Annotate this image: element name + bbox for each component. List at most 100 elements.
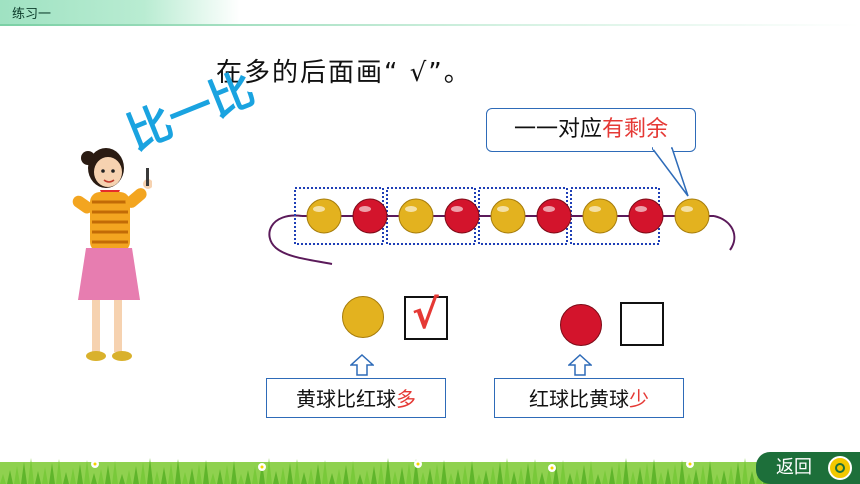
bead-highlight	[681, 206, 693, 212]
red-bead	[628, 198, 664, 234]
grass-blade	[0, 474, 6, 484]
grass-blade	[210, 473, 216, 484]
grass-blade	[259, 462, 265, 484]
grass-blade	[252, 466, 258, 484]
grass-blade	[693, 469, 699, 484]
grass-blade	[336, 469, 342, 484]
grass-blade	[147, 458, 153, 484]
grass-blade	[364, 470, 370, 484]
red-bead	[352, 198, 388, 234]
grass-blade	[161, 467, 167, 484]
grass-blade	[329, 473, 335, 484]
grass-blade	[560, 460, 566, 484]
bead-highlight	[451, 206, 463, 212]
grass-blade	[21, 462, 27, 484]
check-mark-icon: √	[412, 292, 439, 338]
bead-highlight	[359, 206, 371, 212]
yellow-bead	[306, 198, 342, 234]
header-band	[0, 0, 240, 24]
back-label: 返回	[776, 457, 812, 478]
grass-blade	[686, 473, 692, 484]
grass-blade	[623, 458, 629, 484]
grass-blade	[231, 461, 237, 484]
grass-blade	[378, 462, 384, 484]
grass-blade	[133, 466, 139, 484]
grass-blade	[7, 470, 13, 484]
bead-highlight	[405, 206, 417, 212]
grass-blade	[343, 465, 349, 484]
grass-decoration	[0, 458, 860, 484]
bead-string	[268, 187, 736, 265]
header-divider	[0, 24, 860, 26]
grass-blade	[434, 464, 440, 484]
yellow-check-box[interactable]: √	[404, 292, 448, 340]
yellow-ball	[342, 296, 384, 338]
grass-blade	[420, 472, 426, 484]
grass-blade	[175, 459, 181, 484]
grass-blade	[322, 460, 328, 484]
grass-blade	[28, 458, 34, 484]
grass-blade	[189, 468, 195, 484]
grass-blade	[672, 464, 678, 484]
red-check-box[interactable]	[620, 302, 664, 346]
grass-blade	[616, 462, 622, 484]
grass-blade	[658, 472, 664, 484]
grass-blade	[105, 465, 111, 484]
back-icon	[828, 456, 852, 480]
grass-blade	[644, 463, 650, 484]
grass-blade	[441, 460, 447, 484]
grass-blade	[413, 459, 419, 484]
grass-blade	[238, 474, 244, 484]
grass-blade	[371, 466, 377, 484]
back-button[interactable]: 返回	[756, 452, 860, 484]
grass-blade	[567, 473, 573, 484]
grass-blade	[280, 467, 286, 484]
grass-blade	[315, 464, 321, 484]
grass-blade	[357, 474, 363, 484]
grass-blade	[217, 469, 223, 484]
grass-blade	[392, 471, 398, 484]
grass-blade	[119, 474, 125, 484]
grass-blade	[266, 458, 272, 484]
grass-blade	[308, 468, 314, 484]
grass-blade	[245, 470, 251, 484]
grass-blade	[301, 472, 307, 484]
grass-blade	[665, 468, 671, 484]
grass-blade	[728, 466, 734, 484]
grass-blade	[84, 460, 90, 484]
grass-blade	[518, 467, 524, 484]
red-less-label: 红球比黄球少	[494, 378, 684, 418]
grass-blade	[63, 472, 69, 484]
grass-blade	[546, 468, 552, 484]
grass-blade	[182, 472, 188, 484]
grass-blade	[574, 469, 580, 484]
grass-blade	[497, 462, 503, 484]
grass-blade	[651, 459, 657, 484]
yellow-bead	[490, 198, 526, 234]
correspondence-callout: 一一对应有剩余	[486, 108, 696, 152]
grass-blade	[56, 459, 62, 484]
grass-blade	[91, 473, 97, 484]
yellow-more-label: 黄球比红球多	[266, 378, 446, 418]
grass-blade	[77, 464, 83, 484]
grass-blade	[735, 462, 741, 484]
grass-blade	[581, 465, 587, 484]
yellow-bead	[398, 198, 434, 234]
label-text: 黄球比红球	[296, 387, 396, 411]
grass-blade	[203, 460, 209, 484]
bead-highlight	[543, 206, 555, 212]
up-arrow-icon	[350, 354, 374, 376]
label-text: 红球比黄球	[529, 387, 629, 411]
grass-blade	[714, 474, 720, 484]
page-title: 练习一	[12, 7, 52, 22]
grass-blade	[525, 463, 531, 484]
grass-blade	[539, 472, 545, 484]
grass-blade	[476, 474, 482, 484]
grass-blade	[294, 459, 300, 484]
grass-blade	[385, 458, 391, 484]
callout-highlight: 有剩余	[602, 117, 669, 142]
grass-blade	[532, 459, 538, 484]
grass-blade	[224, 465, 230, 484]
bead-highlight	[589, 206, 601, 212]
grass-blade	[154, 471, 160, 484]
